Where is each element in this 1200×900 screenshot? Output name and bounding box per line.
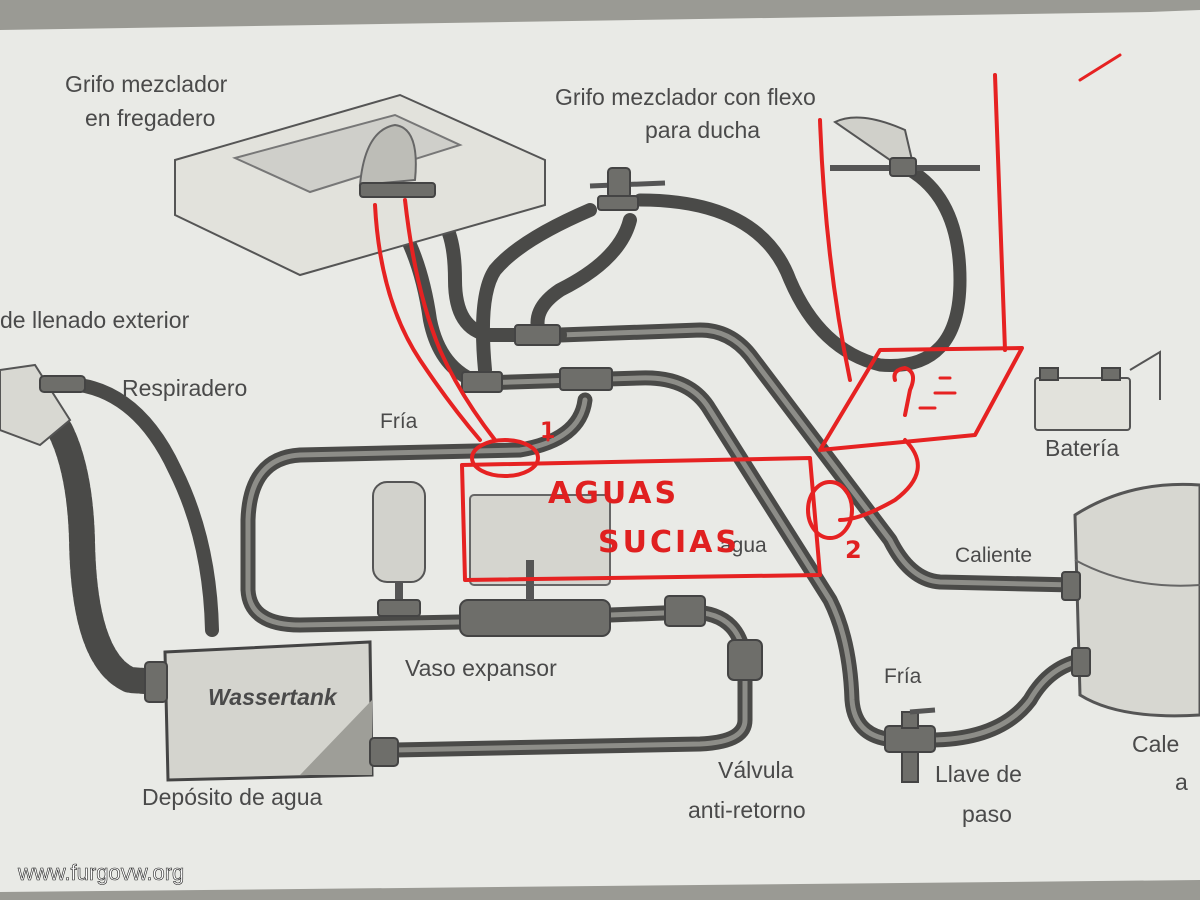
shower-head — [830, 116, 980, 177]
heater-label-2: a — [1175, 769, 1188, 795]
filler-label: de llenado exterior — [0, 307, 190, 333]
expansion-vessel — [372, 481, 426, 617]
heater-label: Cale — [1132, 731, 1179, 757]
sink-faucet-label-2: en fregadero — [85, 105, 215, 131]
check-valve-label-2: anti-retorno — [688, 797, 806, 823]
shutoff-label: Llave de — [935, 761, 1022, 787]
battery-label: Batería — [1045, 435, 1119, 461]
sink-faucet-label: Grifo mezclador — [65, 71, 228, 97]
check-valve — [664, 595, 763, 681]
hot-label: Caliente — [955, 544, 1032, 567]
check-valve-label: Válvula — [718, 757, 794, 783]
red-annotations — [373, 53, 1122, 582]
external-filler — [0, 363, 86, 447]
water-tank — [144, 640, 399, 782]
water-tank-label: Depósito de agua — [142, 784, 323, 810]
cold-label-2: Fría — [884, 665, 922, 688]
water-pump — [459, 494, 611, 637]
tank-name: Wassertank — [208, 684, 338, 710]
watermark: www.furgovw.org — [17, 860, 184, 885]
tee-fittings — [461, 324, 613, 393]
marker-2: 2 — [845, 536, 865, 564]
grey-water-label-2: SUCIAS — [598, 525, 740, 560]
cold-label-1: Fría — [380, 410, 418, 433]
hose-network — [47, 163, 1093, 758]
marker-1: 1 — [540, 419, 558, 444]
battery — [1034, 350, 1161, 431]
shutoff-label-2: paso — [962, 801, 1012, 827]
kitchen-sink — [174, 93, 546, 277]
water-heater — [1061, 482, 1200, 718]
vent-label: Respiradero — [122, 375, 247, 401]
water-pump-label: agua — [720, 534, 767, 557]
shower-faucet-label: Grifo mezclador con flexo — [555, 84, 816, 110]
expansion-tank-label: Vaso expansor — [405, 655, 557, 681]
grey-water-label: AGUAS — [548, 476, 679, 511]
shower-faucet-label-2: para ducha — [645, 117, 760, 143]
shower-faucet — [589, 167, 666, 211]
shutoff-valve — [884, 707, 936, 783]
